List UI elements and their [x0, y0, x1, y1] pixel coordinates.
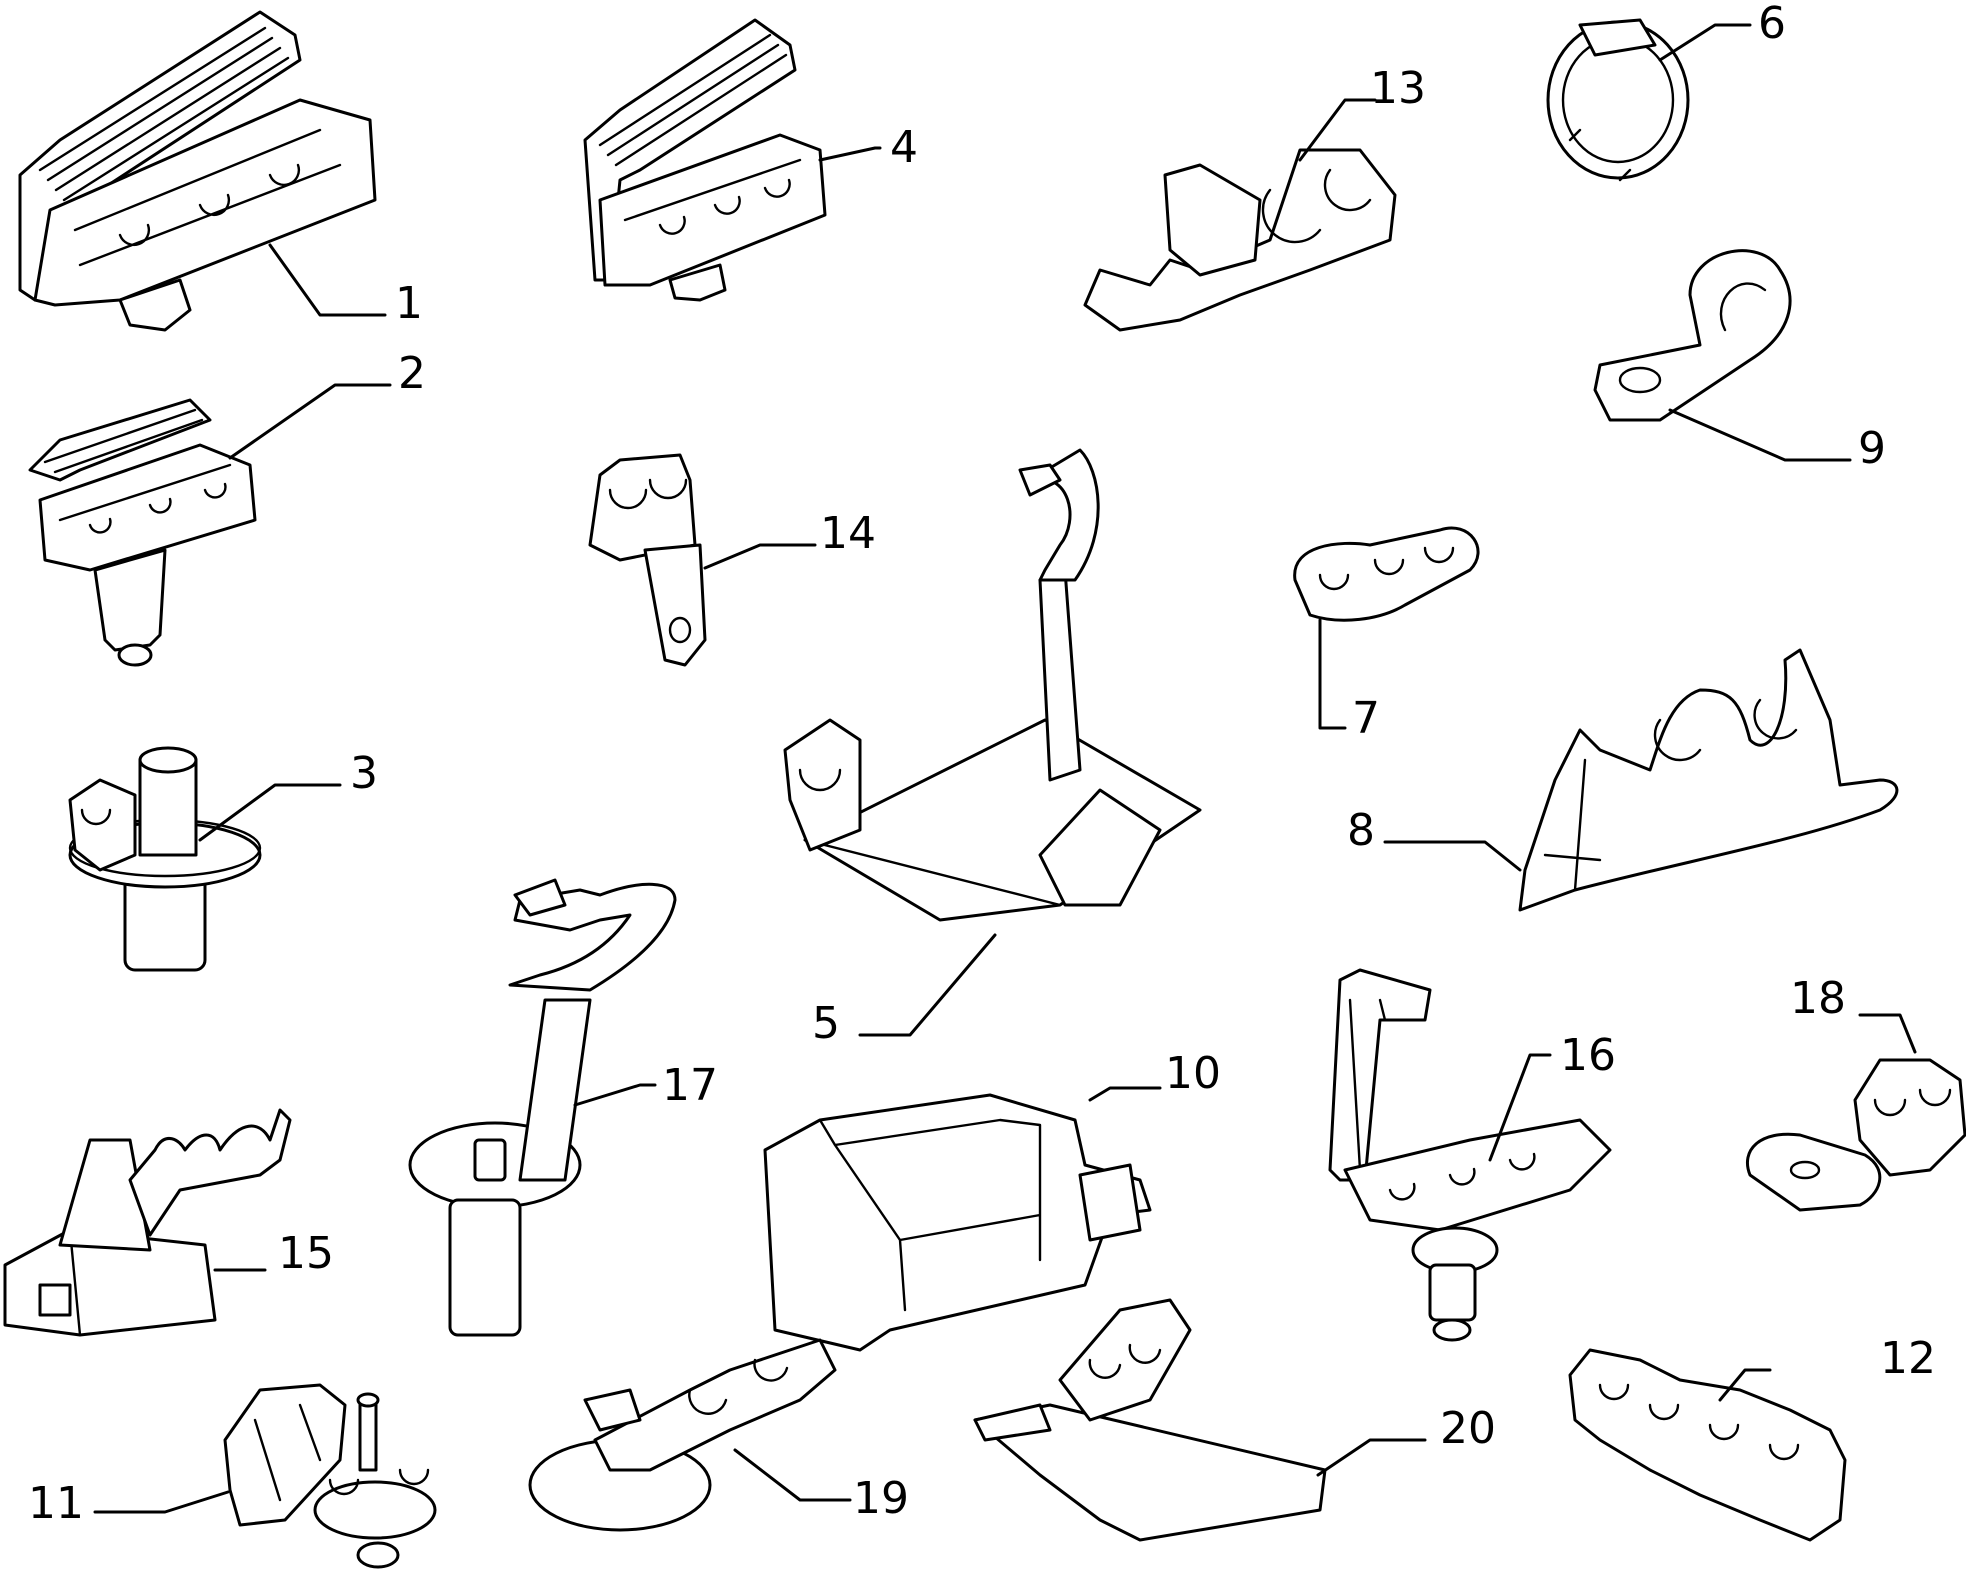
callout-3: 3	[198, 748, 378, 842]
callout-2: 2	[228, 348, 426, 460]
leader-line-8	[1383, 840, 1522, 872]
callout-1: 1	[268, 243, 423, 329]
callout-9: 9	[1668, 408, 1886, 474]
callout-number-11: 11	[28, 1478, 84, 1529]
leader-line-18	[1858, 1013, 1917, 1054]
callout-number-1: 1	[395, 278, 423, 329]
callout-4: 4	[818, 122, 918, 173]
callout-8: 8	[1347, 805, 1522, 872]
leader-line-1	[268, 243, 387, 317]
leader-line-17	[573, 1083, 657, 1107]
part-15-drawing	[3, 1108, 292, 1337]
callout-17: 17	[573, 1060, 718, 1111]
callout-19: 19	[733, 1448, 909, 1524]
callout-6: 6	[1658, 0, 1786, 62]
callout-number-19: 19	[853, 1473, 909, 1524]
part-20-drawing	[973, 1298, 1327, 1542]
callout-number-5: 5	[812, 998, 840, 1049]
leader-line-9	[1668, 408, 1852, 462]
callout-13: 13	[1298, 63, 1426, 162]
callout-number-15: 15	[278, 1228, 334, 1279]
callout-number-8: 8	[1347, 805, 1375, 856]
part-13-drawing	[1083, 148, 1397, 332]
leader-line-5	[858, 933, 997, 1037]
part-10-drawing	[763, 1093, 1152, 1352]
leader-line-16	[1488, 1053, 1552, 1162]
callout-18: 18	[1790, 973, 1917, 1054]
part-3-drawing	[68, 746, 262, 972]
leader-line-2	[228, 383, 392, 460]
leader-line-4	[818, 146, 882, 162]
leader-line-3	[198, 783, 342, 842]
leader-line-19	[733, 1448, 852, 1502]
leader-line-14	[703, 543, 817, 570]
callout-number-17: 17	[662, 1060, 718, 1111]
callout-number-6: 6	[1758, 0, 1786, 49]
part-19-drawing	[528, 1338, 837, 1532]
callout-7: 7	[1318, 618, 1380, 744]
leader-line-13	[1298, 98, 1377, 162]
part-14-drawing	[588, 453, 707, 667]
part-12-drawing	[1568, 1348, 1847, 1542]
callout-number-20: 20	[1440, 1403, 1496, 1454]
callout-number-4: 4	[890, 122, 918, 173]
leader-line-20	[1316, 1438, 1427, 1477]
leader-line-11	[93, 1490, 230, 1514]
callout-number-13: 13	[1370, 63, 1426, 114]
part-18-drawing	[1746, 1058, 1966, 1212]
callout-5: 5	[812, 933, 997, 1049]
callout-16: 16	[1488, 1030, 1616, 1162]
leader-line-10	[1088, 1086, 1162, 1102]
callout-number-16: 16	[1560, 1030, 1616, 1081]
callout-number-9: 9	[1858, 423, 1886, 474]
part-7-drawing	[1293, 526, 1480, 622]
part-4-drawing	[583, 18, 827, 302]
callout-15: 15	[213, 1228, 334, 1279]
part-2-drawing	[28, 398, 257, 667]
leader-line-6	[1658, 23, 1752, 62]
part-5-drawing	[783, 448, 1202, 922]
part-11-drawing	[223, 1383, 437, 1569]
leader-line-12	[1718, 1368, 1772, 1402]
callout-number-12: 12	[1880, 1333, 1936, 1384]
callout-11: 11	[28, 1478, 230, 1529]
callout-number-10: 10	[1165, 1048, 1221, 1099]
callout-20: 20	[1316, 1403, 1496, 1477]
callout-14: 14	[703, 508, 876, 570]
leader-line-7	[1318, 618, 1347, 730]
callout-number-2: 2	[398, 348, 426, 399]
part-6-drawing	[1546, 18, 1690, 182]
part-9-drawing	[1593, 249, 1792, 422]
part-16-drawing	[1328, 968, 1612, 1342]
callout-number-14: 14	[820, 508, 876, 559]
callout-number-18: 18	[1790, 973, 1846, 1024]
callout-10: 10	[1088, 1048, 1221, 1102]
part-8-drawing	[1518, 648, 1899, 912]
callout-12: 12	[1718, 1333, 1936, 1402]
part-1-drawing	[18, 10, 377, 332]
callout-number-7: 7	[1352, 693, 1380, 744]
callout-number-3: 3	[350, 748, 378, 799]
part-17-drawing	[408, 878, 677, 1337]
